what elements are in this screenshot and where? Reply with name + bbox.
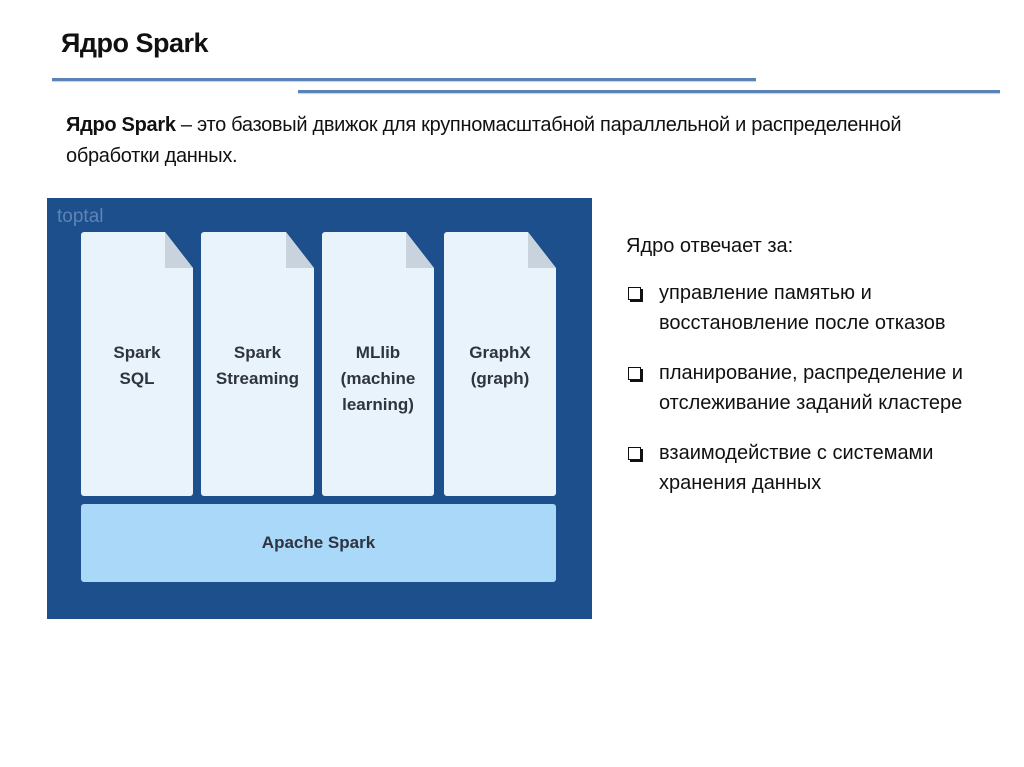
- page-fold-icon: [286, 232, 314, 268]
- checkbox-bullet-icon: [628, 287, 641, 300]
- responsibilities: Ядро отвечает за: управление памятью и в…: [626, 231, 1006, 518]
- checkbox-bullet-icon: [628, 447, 641, 460]
- list-item: управление памятью и восстановление посл…: [626, 278, 1006, 338]
- component-card-graphx: GraphX (graph): [444, 232, 556, 496]
- spark-architecture-diagram: toptal Spark SQL Spark Streaming MLlib (…: [47, 198, 592, 619]
- intro-bold: Ядро Spark: [66, 114, 176, 136]
- slide-title: Ядро Spark: [61, 28, 209, 58]
- checkbox-bullet-icon: [628, 367, 641, 380]
- component-label: Spark SQL: [113, 343, 161, 388]
- component-card-mllib: MLlib (machine learning): [322, 232, 434, 496]
- toptal-logo: toptal: [57, 206, 104, 227]
- component-label: GraphX (graph): [469, 343, 531, 388]
- intro-text: – это базовый движок для крупномасштабно…: [66, 114, 902, 167]
- component-card-spark-streaming: Spark Streaming: [201, 232, 314, 496]
- apache-spark-base: Apache Spark: [81, 504, 556, 582]
- list-item: взаимодействие с системами хранения данн…: [626, 438, 1006, 498]
- title-divider-top: [52, 78, 756, 81]
- list-item-text: управление памятью и восстановление посл…: [659, 282, 946, 334]
- title-divider-bottom: [298, 90, 1000, 93]
- component-label: MLlib (machine learning): [340, 343, 416, 414]
- intro-paragraph: Ядро Spark – это базовый движок для круп…: [66, 110, 966, 172]
- page-fold-icon: [528, 232, 556, 268]
- responsibilities-heading: Ядро отвечает за:: [626, 235, 794, 257]
- component-card-spark-sql: Spark SQL: [81, 232, 193, 496]
- list-item-text: взаимодействие с системами хранения данн…: [659, 442, 934, 494]
- page-fold-icon: [165, 232, 193, 268]
- page-fold-icon: [406, 232, 434, 268]
- list-item-text: планирование, распределение и отслеживан…: [659, 362, 963, 414]
- component-label: Spark Streaming: [215, 343, 300, 388]
- list-item: планирование, распределение и отслеживан…: [626, 358, 1006, 418]
